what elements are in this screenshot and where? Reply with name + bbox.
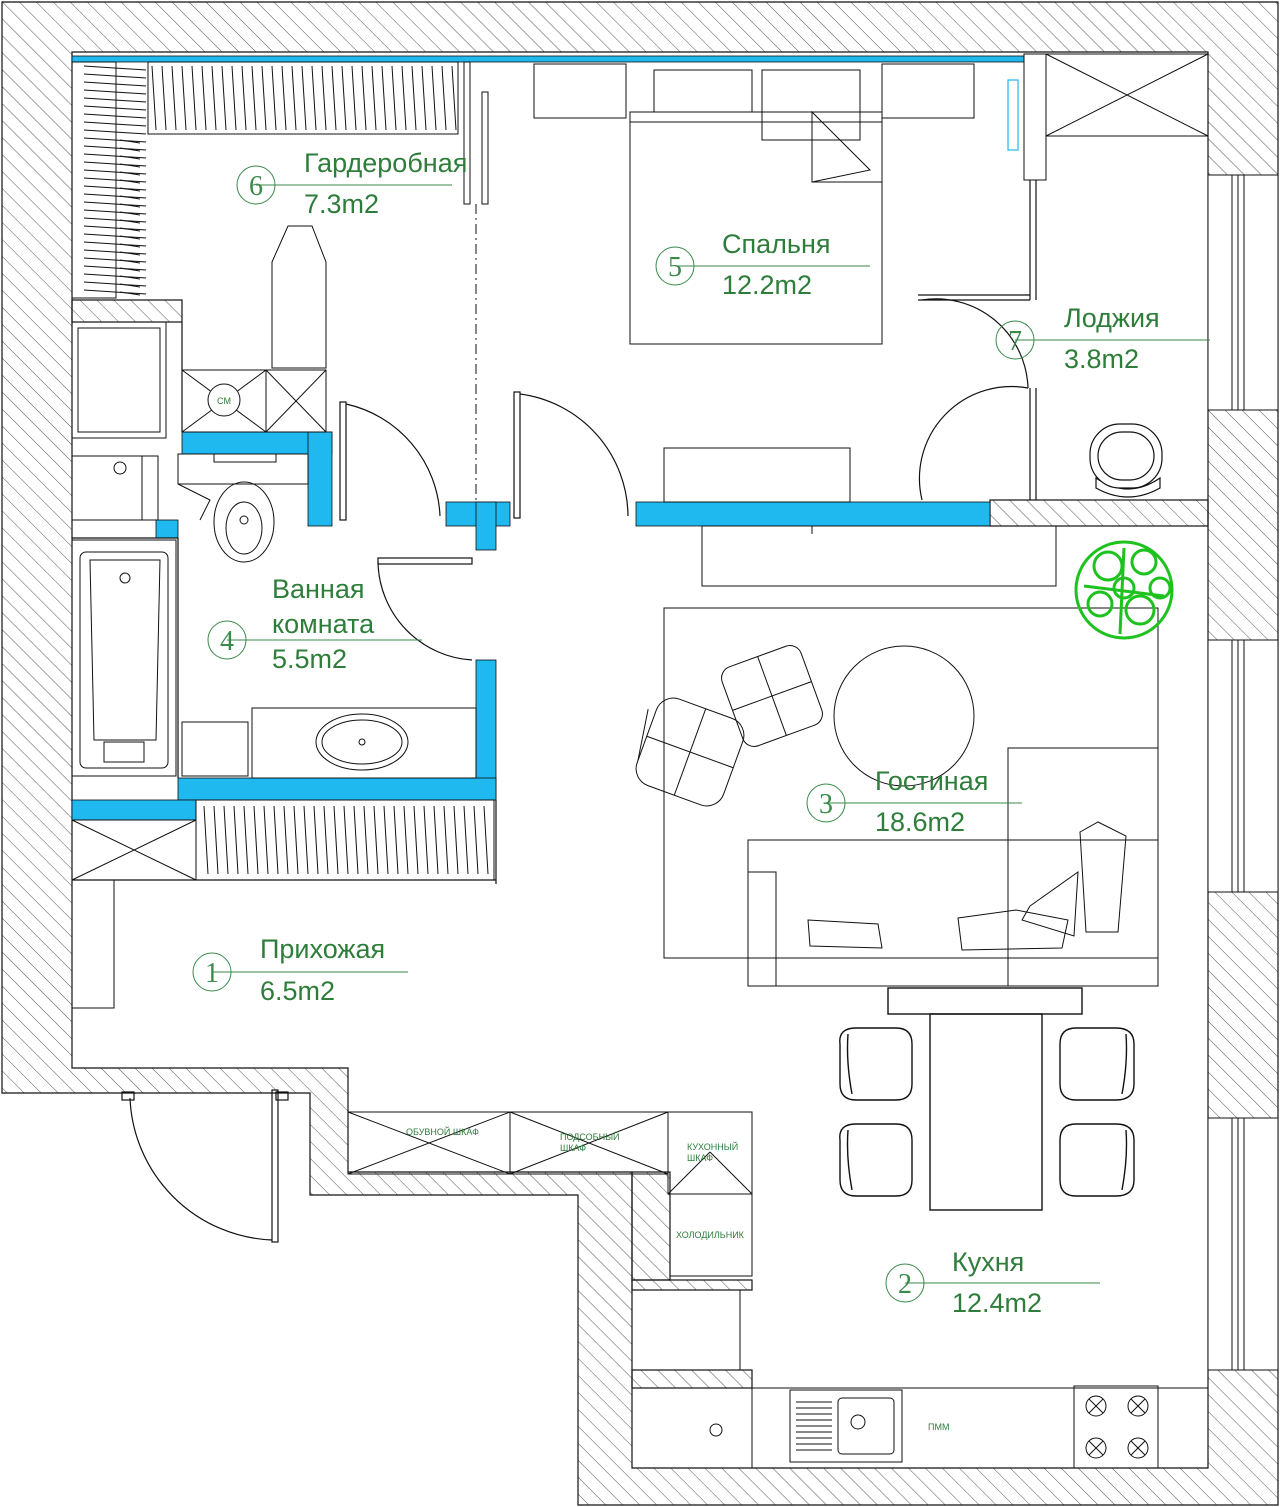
radiator: [1007, 79, 1019, 151]
fridge-label: ХОЛОДИЛЬНИК: [676, 1230, 745, 1240]
utility-cabinet-label-1: ПОДСОБНЫЙ: [560, 1131, 620, 1142]
room-label-loggia: 7 Лоджия 3.8m2: [995, 303, 1210, 374]
utility-cabinet-label-2: ШКАФ: [560, 1143, 586, 1153]
room-label-kitchen: 2 Кухня 12.4m2: [885, 1247, 1100, 1318]
toilet-icon: [177, 453, 309, 563]
sink-icon: [181, 707, 477, 779]
bathtub-icon: [71, 539, 177, 777]
room-area: 12.2m2: [722, 270, 812, 300]
dishwasher-label: ПММ: [928, 1422, 949, 1432]
room-number: 7: [1008, 326, 1022, 357]
room-label-bedroom: 5 Спальня 12.2m2: [655, 229, 870, 300]
room-label-bathroom: 4 Ванная комната 5.5m2: [207, 574, 422, 674]
dining-set: [839, 987, 1135, 1211]
room-area: 5.5m2: [272, 644, 347, 674]
plant-icon: [1074, 540, 1174, 640]
wardrobe-rack: [71, 61, 459, 369]
stove-icon: [1073, 1385, 1159, 1469]
partitions: [71, 55, 1025, 821]
room-label-hallway: 1 Прихожая 6.5m2: [192, 934, 408, 1006]
room-area: 18.6m2: [875, 807, 965, 837]
room-name: Гардеробная: [304, 148, 467, 178]
room-labels: 1 Прихожая 6.5m2 2 Кухня 12.4m2 3 Гостин…: [192, 148, 1210, 1318]
washer-label: СМ: [217, 396, 231, 406]
sink-icon: [789, 1389, 903, 1463]
room-number: 4: [220, 626, 234, 657]
room-label-wardrobe: 6 Гардеробная 7.3m2: [236, 148, 467, 219]
room-number: 6: [249, 171, 263, 202]
room-name: Кухня: [952, 1247, 1024, 1277]
room-name: Гостиная: [875, 766, 988, 796]
room-number: 5: [668, 252, 682, 283]
room-area: 3.8m2: [1064, 344, 1139, 374]
room-name: Прихожая: [260, 934, 385, 964]
hall-wardrobe: [71, 799, 495, 1009]
room-number: 2: [898, 1269, 912, 1300]
furniture-labels: ОБУВНОЙ ШКАФ ПОДСОБНЫЙ ШКАФ КУХОННЫЙ ШКА…: [406, 1126, 949, 1432]
laundry-cabinets: [71, 321, 327, 521]
room-name-line2: комната: [272, 609, 375, 639]
room-name: Лоджия: [1064, 303, 1160, 333]
kitchen-cabinet-label-2: ШКАФ: [687, 1153, 713, 1163]
doors: [121, 298, 1029, 1243]
kitchen-cabinets: [347, 1111, 1209, 1469]
room-area: 7.3m2: [304, 189, 379, 219]
wardrobe-sliding-door: [463, 61, 489, 500]
room-label-living: 3 Гостиная 18.6m2: [806, 766, 1022, 837]
room-name: Спальня: [722, 229, 831, 259]
room-area: 12.4m2: [952, 1288, 1042, 1318]
shoe-cabinet-label: ОБУВНОЙ ШКАФ: [406, 1126, 479, 1137]
room-number: 3: [819, 789, 833, 820]
windows: [1207, 174, 1279, 1371]
loggia-cabinet: [1023, 53, 1209, 181]
room-area: 6.5m2: [260, 976, 335, 1006]
living-furniture: [635, 447, 1159, 987]
room-name-line1: Ванная: [272, 574, 364, 604]
kitchen-cabinet-label-1: КУХОННЫЙ: [687, 1141, 738, 1152]
bed-icon: [533, 63, 975, 345]
chair-icon: [1089, 423, 1163, 498]
room-number: 1: [205, 958, 219, 989]
